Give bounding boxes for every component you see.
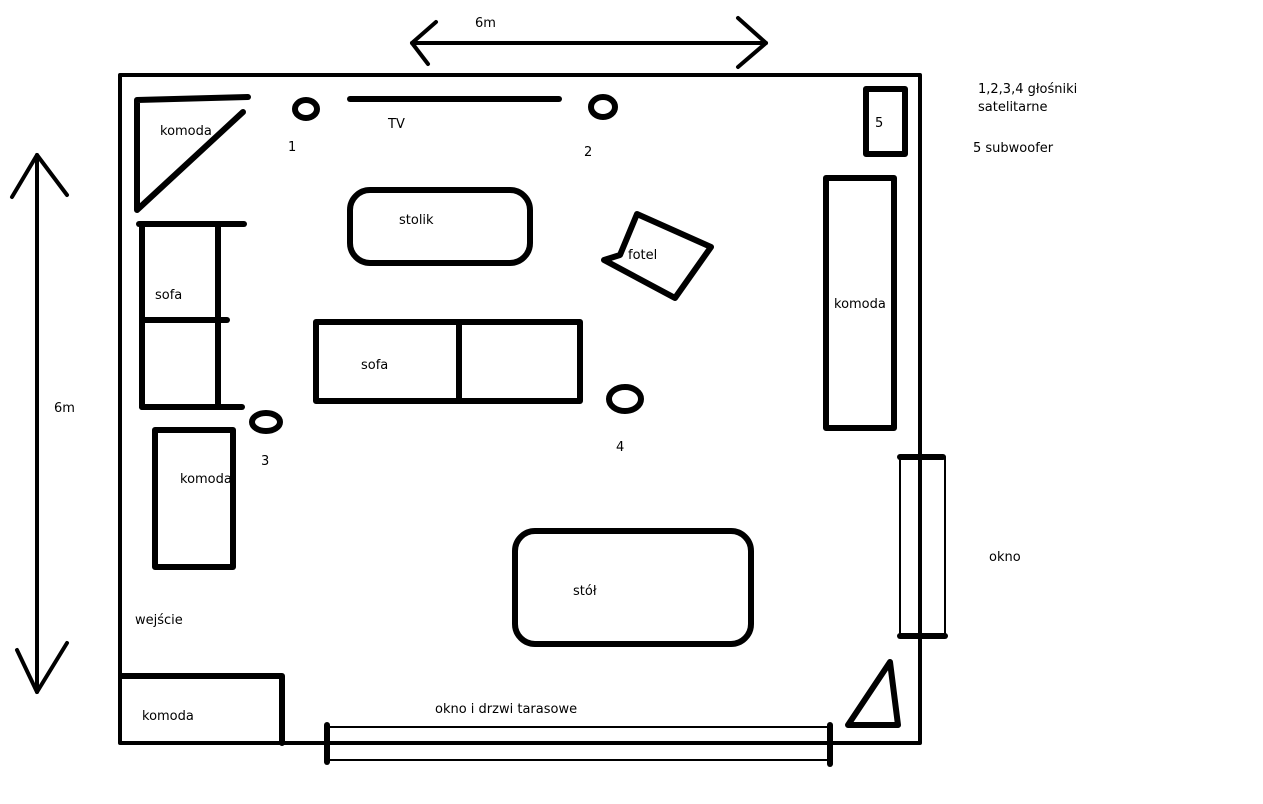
fotel-label: fotel (628, 248, 657, 263)
komoda-corner-shape (134, 94, 251, 213)
subwoofer-shape (863, 86, 908, 157)
komoda-bottom-left-shape (119, 673, 285, 746)
fotel-shape (601, 211, 714, 301)
room-walls (118, 73, 922, 745)
height-arrow (10, 153, 69, 694)
speaker-4-icon (606, 384, 644, 414)
terrace-door-shape (324, 722, 833, 767)
legend-line-2: satelitarne (978, 100, 1047, 115)
width-arrow (410, 16, 768, 69)
komoda-right-shape (823, 175, 897, 431)
terrace-door-label: okno i drzwi tarasowe (435, 702, 577, 717)
height-label: 6m (54, 401, 75, 416)
sofa-center-label: sofa (361, 358, 388, 373)
legend-line-3: 5 subwoofer (973, 141, 1054, 156)
corner-triangle-shape (845, 659, 901, 728)
speaker-3-label: 3 (261, 454, 269, 469)
speaker-1-label: 1 (288, 140, 296, 155)
komoda-bottom-left-label: komoda (142, 709, 194, 724)
stolik-shape (347, 187, 533, 266)
width-label: 6m (475, 16, 496, 31)
komoda-left-label: komoda (180, 472, 232, 487)
stol-shape (512, 528, 754, 647)
legend-line-1: 1,2,3,4 głośniki (978, 82, 1077, 97)
sofa-center-shape (313, 319, 583, 404)
entrance-label: wejście (135, 613, 183, 628)
tv-label: TV (387, 117, 405, 132)
window-right-shape (897, 454, 948, 639)
komoda-right-label: komoda (834, 297, 886, 312)
speaker-3-icon (249, 410, 283, 434)
sofa-left-label: sofa (155, 288, 182, 303)
stol-label: stół (573, 584, 597, 599)
subwoofer-label: 5 (875, 116, 883, 131)
sofa-left-shape (136, 221, 247, 410)
stolik-label: stolik (399, 213, 434, 228)
speaker-4-label: 4 (616, 440, 624, 455)
komoda-left-shape (152, 427, 236, 570)
speaker-2-icon (588, 94, 618, 120)
komoda-top-left-label: komoda (160, 124, 212, 139)
speaker-2-label: 2 (584, 145, 592, 160)
speaker-1-icon (292, 97, 320, 121)
window-right-label: okno (989, 550, 1021, 565)
